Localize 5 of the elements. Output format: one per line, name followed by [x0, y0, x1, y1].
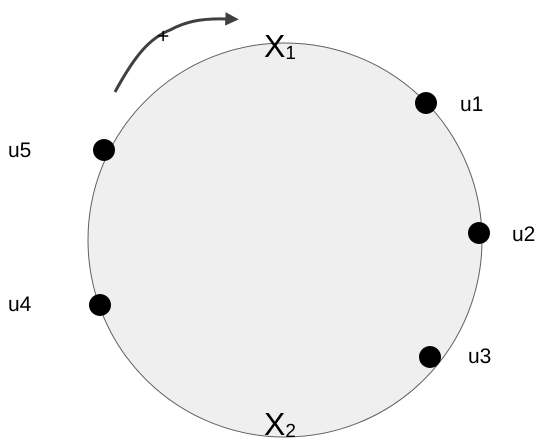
point-label: u1 [460, 94, 484, 115]
point-label: u3 [468, 346, 492, 367]
point-label: u4 [8, 294, 32, 315]
point-label: u2 [512, 224, 536, 245]
point-label: u5 [8, 140, 32, 161]
